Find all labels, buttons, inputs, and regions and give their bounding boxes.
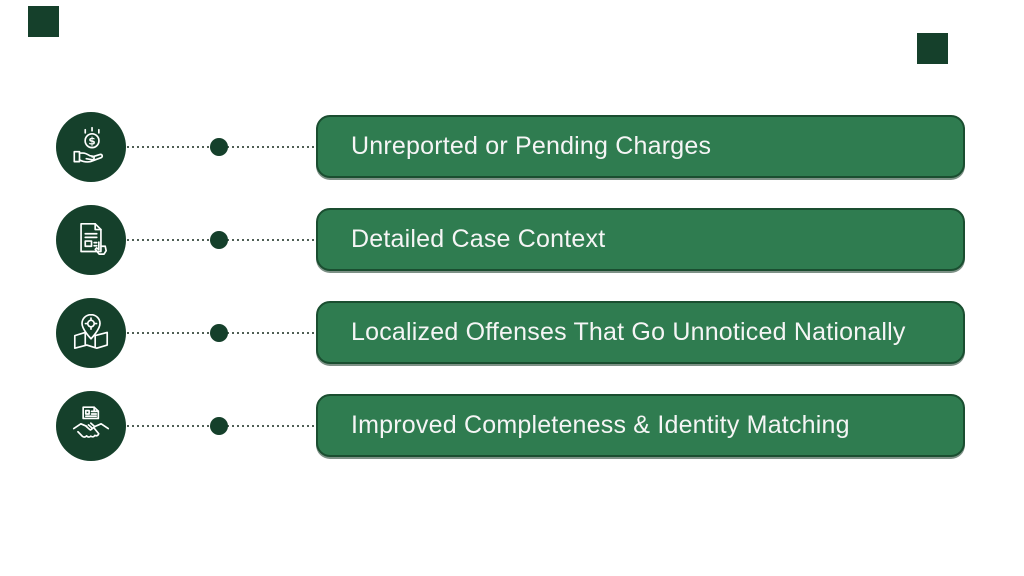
benefit-label: Improved Completeness & Identity Matchin… [351, 411, 850, 439]
benefit-label: Unreported or Pending Charges [351, 132, 712, 160]
svg-text:$: $ [88, 135, 95, 147]
benefit-bar: Improved Completeness & Identity Matchin… [316, 394, 965, 457]
benefit-label: Detailed Case Context [351, 225, 606, 253]
icon-badge [56, 205, 126, 275]
icon-badge: $ [56, 112, 126, 182]
coin-in-hand-icon: $ [73, 126, 104, 163]
map-location-pin-icon [73, 313, 109, 349]
connector-dot [210, 231, 228, 249]
connector-dot [210, 138, 228, 156]
benefit-row: $ Unreported or Pending Charges [0, 112, 1024, 182]
icon-badge [56, 391, 126, 461]
benefit-row: Detailed Case Context [0, 205, 1024, 275]
benefit-label: Localized Offenses That Go Unnoticed Nat… [351, 318, 906, 346]
benefit-row: Improved Completeness & Identity Matchin… [0, 391, 1024, 461]
document-report-icon [80, 222, 107, 255]
icon-badge [56, 298, 126, 368]
handshake-document-icon [72, 406, 110, 438]
benefit-bar: Detailed Case Context [316, 208, 965, 271]
decor-square-top-left [28, 6, 59, 37]
benefit-bar: Unreported or Pending Charges [316, 115, 965, 178]
connector-dot [210, 417, 228, 435]
benefit-bar: Localized Offenses That Go Unnoticed Nat… [316, 301, 965, 364]
decor-square-top-right [917, 33, 948, 64]
benefit-row: Localized Offenses That Go Unnoticed Nat… [0, 298, 1024, 368]
connector-dot [210, 324, 228, 342]
